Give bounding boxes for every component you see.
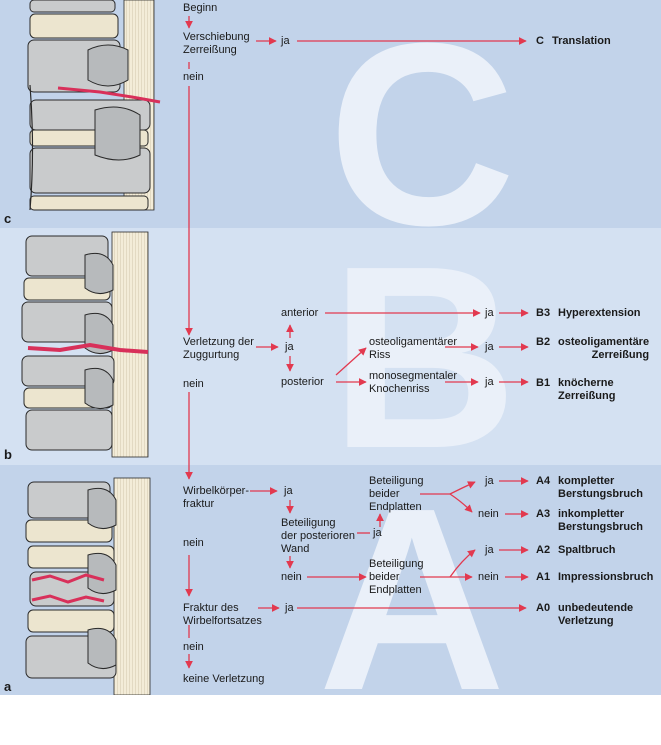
panel-label-a: a xyxy=(4,679,12,694)
node-nein-a1: nein xyxy=(478,571,499,583)
node-ja-b1: ja xyxy=(485,376,494,388)
watermark-letter-a: A xyxy=(318,455,506,745)
spine-illustration-b xyxy=(21,231,149,458)
flow-arrows xyxy=(185,16,529,669)
result-c-code: C xyxy=(536,35,544,47)
result-b3-code: B3 xyxy=(536,307,551,319)
result-a3-desc: inkompletter Berstungsbruch xyxy=(558,508,643,533)
node-beteiligung-bottom: Beteiligung beider Endplatten xyxy=(369,558,424,596)
result-b3-desc: Hyperextension xyxy=(558,307,641,319)
panel-label-b: b xyxy=(4,447,12,462)
node-nein-c: nein xyxy=(183,71,204,83)
node-nein-wk: nein xyxy=(183,537,204,549)
result-b1: B1 knöcherne Zerreißung xyxy=(536,377,615,403)
node-wirbelkoerper: Wirbelkörper- fraktur xyxy=(183,485,250,510)
node-nein-b: nein xyxy=(183,378,204,390)
result-a1-desc: Impressionsbruch xyxy=(558,571,654,583)
node-ja-a0: ja xyxy=(285,602,294,614)
panel-label-c: c xyxy=(4,211,12,226)
result-b2-desc: osteoligamentäre Zerreißung xyxy=(558,336,650,361)
node-ja-c: ja xyxy=(281,35,290,47)
node-fortsatz: Fraktur des Wirbelfortsatzes xyxy=(183,602,262,627)
result-a3-code: A3 xyxy=(536,508,551,520)
result-a3: A3 inkompletter Berstungsbruch xyxy=(536,508,643,534)
node-ja-b3: ja xyxy=(485,307,494,319)
result-a2-code: A2 xyxy=(536,544,551,556)
node-nein-a3: nein xyxy=(478,508,499,520)
result-a4-code: A4 xyxy=(536,475,551,487)
node-ja-b: ja xyxy=(285,341,294,353)
result-b2: B2 osteoligamentäre Zerreißung xyxy=(536,336,649,362)
result-a2: A2 Spaltbruch xyxy=(536,544,615,557)
watermark-letter-c: C xyxy=(328,0,516,280)
node-ja-b2: ja xyxy=(485,341,494,353)
result-a0-desc: unbedeutende Verletzung xyxy=(558,602,634,627)
result-a2-desc: Spaltbruch xyxy=(558,544,616,556)
node-ja-a4: ja xyxy=(485,475,494,487)
node-nein-final: nein xyxy=(183,641,204,653)
node-beginn: Beginn xyxy=(183,2,218,14)
result-b3: B3 Hyperextension xyxy=(536,307,641,320)
node-osteoligamentaer: osteoligamentärer Riss xyxy=(369,336,458,361)
node-posterior: posterior xyxy=(281,376,324,388)
watermark-letter-b: B xyxy=(330,213,518,503)
result-a0-code: A0 xyxy=(536,602,551,614)
flowchart-graphics xyxy=(21,0,529,695)
result-c: C Translation xyxy=(536,35,611,48)
node-verschiebung: Verschiebung Zerreißung xyxy=(183,31,250,56)
result-a4-desc: kompletter Berstungsbruch xyxy=(558,475,643,500)
node-anterior: anterior xyxy=(281,307,319,319)
result-a1-code: A1 xyxy=(536,571,551,583)
result-a1: A1 Impressionsbruch xyxy=(536,571,653,584)
node-monosegmental: monosegmentaler Knochenriss xyxy=(369,370,458,395)
node-ja-wk: ja xyxy=(284,485,293,497)
spine-illustration-c xyxy=(27,0,161,211)
node-ja-a2: ja xyxy=(485,544,494,556)
node-zuggurtung: Verletzung der Zuggurtung xyxy=(183,336,254,361)
node-beteiligung-top: Beteiligung beider Endplatten xyxy=(369,475,424,513)
result-b1-code: B1 xyxy=(536,377,551,389)
spine-illustration-a xyxy=(25,477,151,695)
node-nein-wand: nein xyxy=(281,571,302,583)
node-ja-wand: ja xyxy=(373,527,382,539)
node-beteiligung-wand: Beteiligung der posterioren Wand xyxy=(281,517,355,555)
result-c-desc: Translation xyxy=(552,35,611,47)
node-keine-verletzung: keine Verletzung xyxy=(183,673,265,685)
result-b2-code: B2 xyxy=(536,336,551,348)
result-a0: A0 unbedeutende Verletzung xyxy=(536,602,633,628)
result-b1-desc: knöcherne Zerreißung xyxy=(558,377,616,402)
result-a4: A4 kompletter Berstungsbruch xyxy=(536,475,643,501)
